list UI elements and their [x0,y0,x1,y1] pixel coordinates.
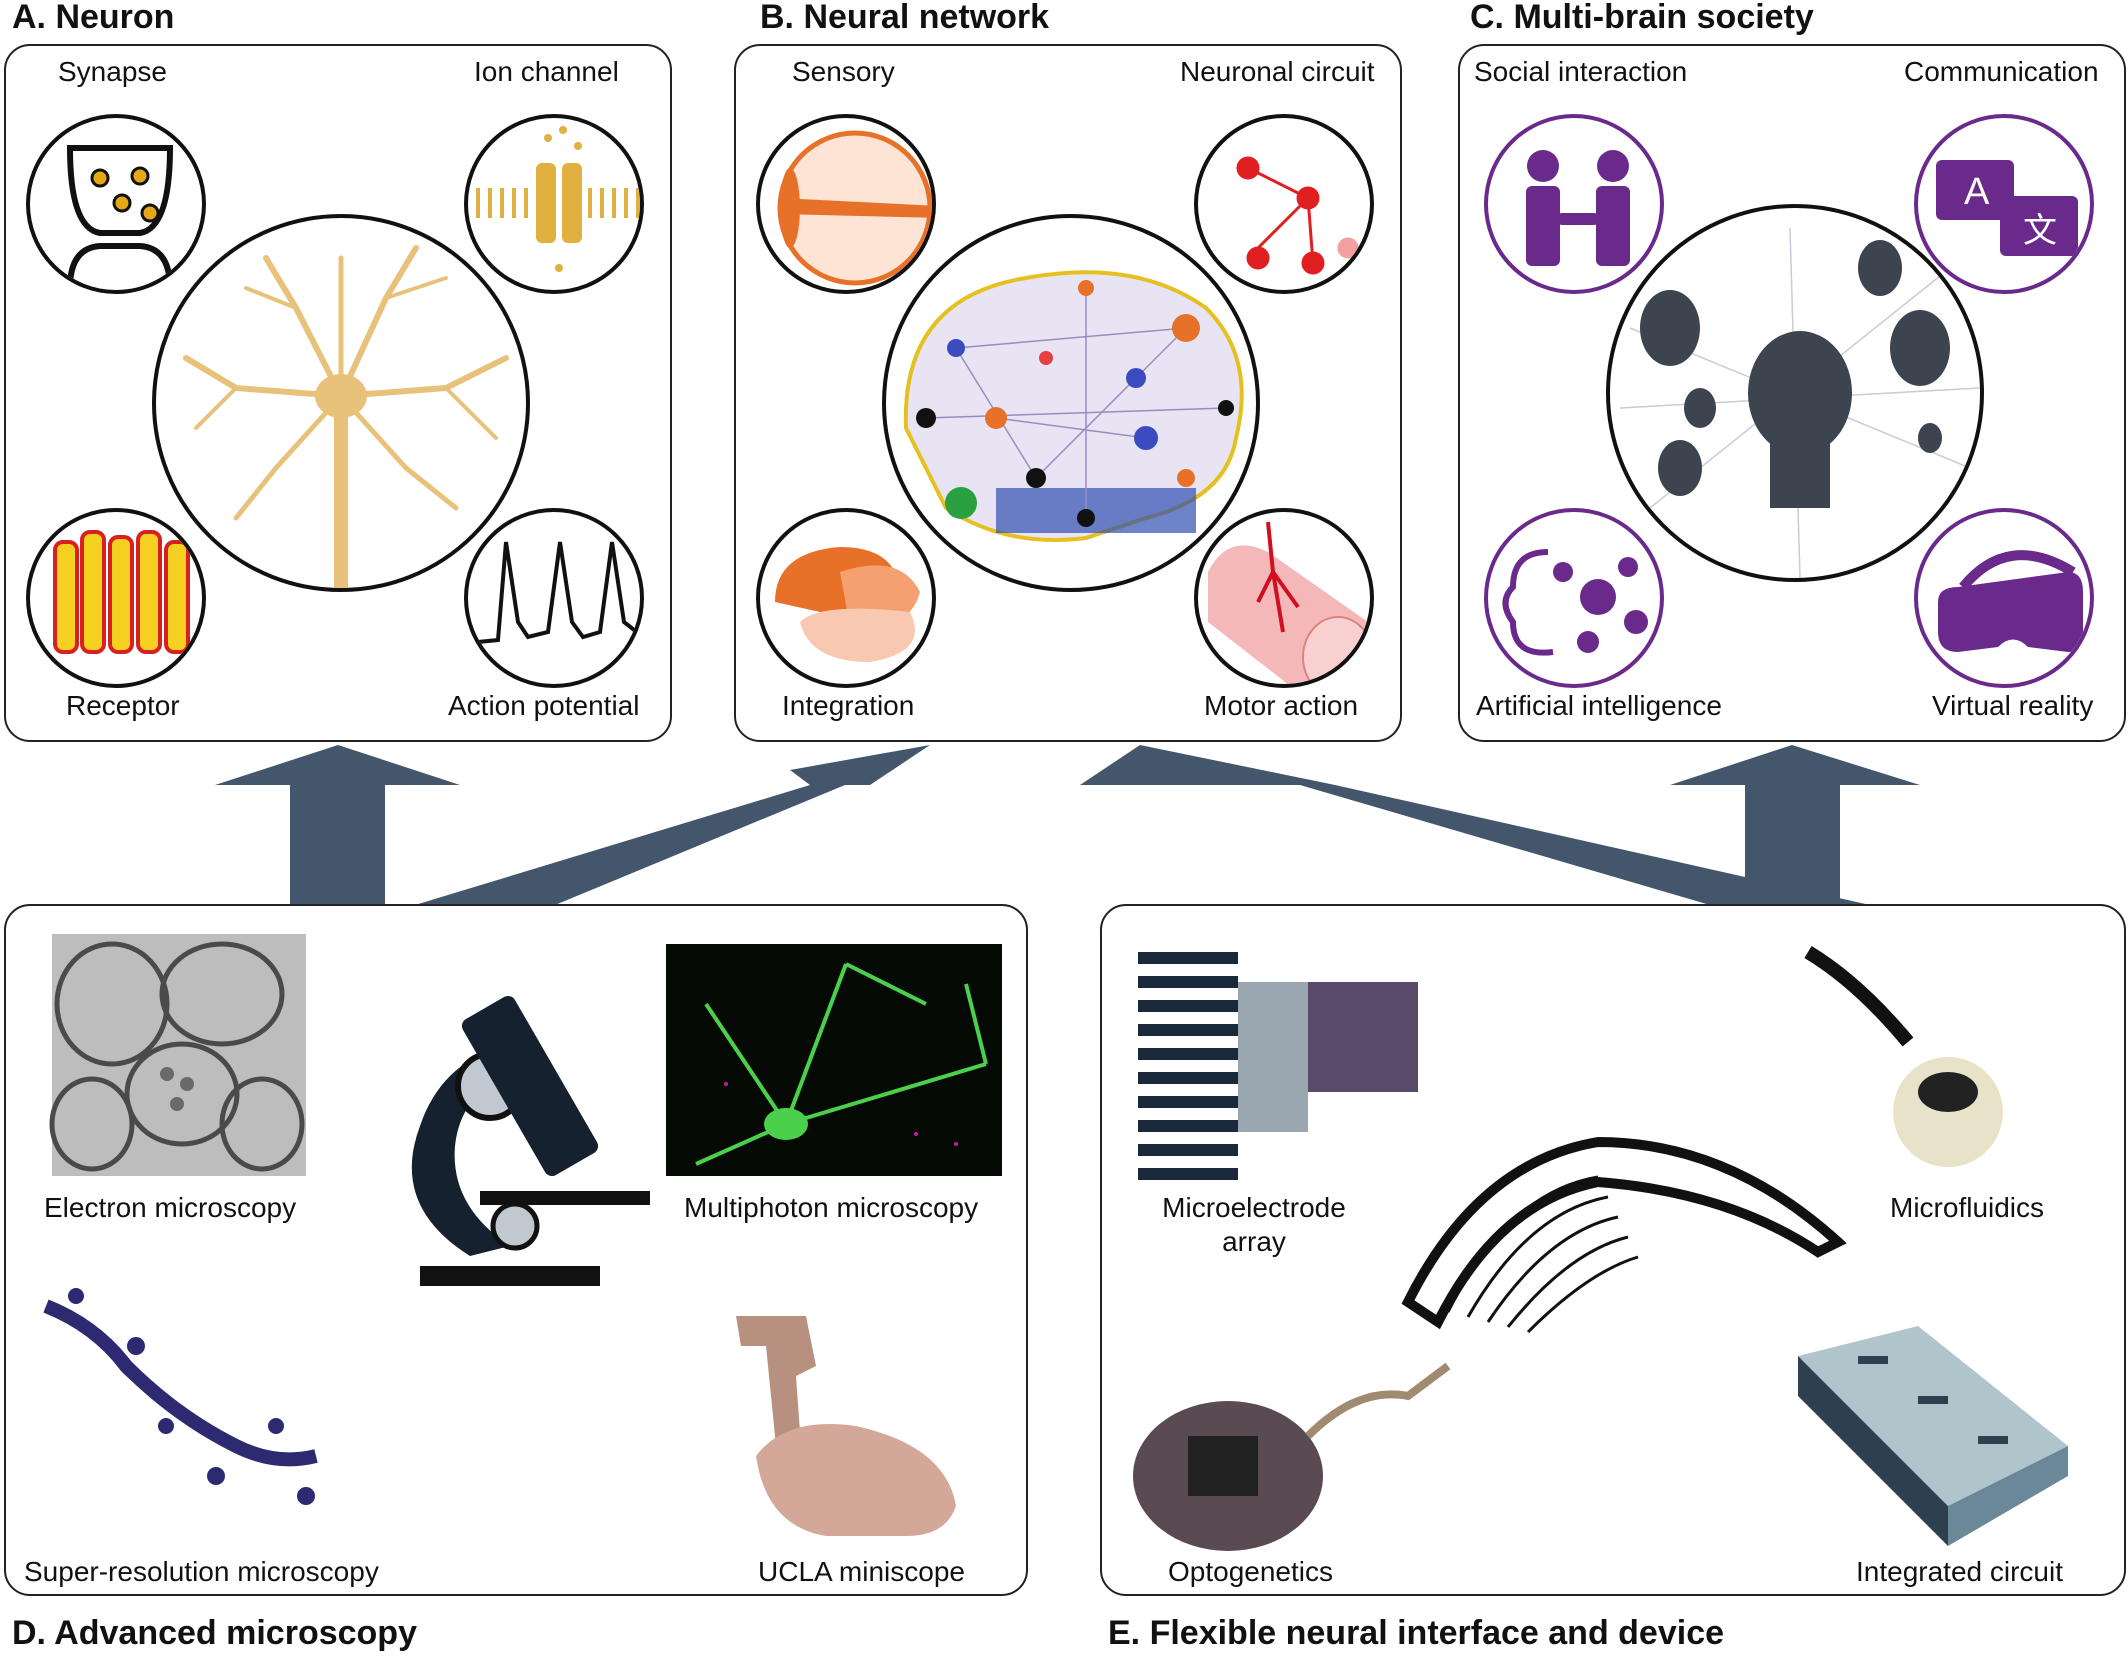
panel-multi-brain-society: Social interaction Communication Artific… [1458,44,2126,742]
neuron-circle [152,214,530,592]
integration-label: Integration [782,690,915,721]
panel-d-title: D. Advanced microscopy [12,1614,417,1652]
brain-network-icon [903,270,1244,542]
ucla-miniscope-image [736,1316,956,1536]
optogenetics-image [1133,1362,1451,1551]
vr-circle [1914,508,2094,688]
multiphoton-neuron-icon [695,962,988,1166]
multiphoton-microscopy-label: Multiphoton microscopy [684,1192,979,1223]
super-resolution-microscopy-label: Super-resolution microscopy [24,1556,379,1587]
neuronal-circuit-circle [1194,114,1374,294]
panel-e-title: E. Flexible neural interface and device [1108,1614,1725,1652]
virtual-reality-label: Virtual reality [1932,690,2094,721]
flexible-electrode-image [1401,1136,1847,1334]
circuit-icon [1236,156,1359,275]
arrow-d-to-b [415,745,930,905]
synapse-label: Synapse [58,56,167,87]
ion-channel-label: Ion channel [474,56,619,87]
integrated-circuit-image [1798,1326,2068,1546]
microelectrode-label: Microelectrode [1162,1192,1346,1223]
translate-icon: A 文 [1936,160,2078,256]
array-label: array [1222,1226,1286,1257]
arrow-e-to-b [1080,745,1870,905]
muscle-icon [1208,521,1370,684]
brain-lobes-icon [775,547,920,662]
heads-network-icon [1619,227,1980,578]
microfluidics-image [1804,945,2003,1167]
motor-action-label: Motor action [1204,690,1359,721]
communication-circle: A 文 [1914,114,2094,294]
neuronal-circuit-label: Neuronal circuit [1180,56,1375,87]
ucla-miniscope-label: UCLA miniscope [758,1556,965,1587]
ion-channel-icon [476,126,640,272]
translate-latin-glyph: A [1964,171,1990,213]
electron-microscopy-image [49,934,306,1176]
panel-neuron: Synapse Ion channel Receptor Action pote… [4,44,672,742]
multiphoton-image [666,944,1002,1176]
synapse-icon [66,145,174,289]
social-circle [1484,114,1664,294]
receptor-label: Receptor [66,690,180,721]
panel-a-title: A. Neuron [12,0,175,36]
ion-channel-circle [464,114,644,294]
neuron-icon [183,245,509,588]
panel-b-title: B. Neural network [760,0,1050,36]
eye-icon [777,130,932,286]
action-potential-label: Action potential [448,690,640,721]
artificial-intelligence-label: Artificial intelligence [1476,690,1722,721]
super-resolution-image [43,1288,318,1505]
panel-flexible-neural-interface: Microelectrode array Microfluidics Optog… [1100,904,2126,1596]
network-brain-circle [882,214,1260,592]
integrated-circuit-label: Integrated circuit [1856,1556,2063,1587]
integration-circle [756,508,936,688]
arrow-e-to-c [1670,745,1920,905]
receptor-icon [53,530,190,654]
optogenetics-label: Optogenetics [1168,1556,1333,1587]
translate-cjk-glyph: 文 [2023,211,2057,251]
receptor-circle [26,508,206,688]
society-circle [1606,204,1984,582]
microfluidics-label: Microfluidics [1890,1192,2045,1223]
panel-neural-network: Sensory Neuronal circuit Integration Mot… [734,44,1402,742]
sensory-circle [756,114,936,294]
electron-microscopy-label: Electron microscopy [44,1192,297,1223]
action-potential-icon [477,541,640,644]
microelectrode-array-image [1138,952,1418,1180]
microscope-icon [411,995,650,1286]
synapse-circle [26,114,206,294]
arrow-d-to-a [215,745,460,905]
communication-label: Communication [1904,56,2099,87]
action-potential-circle [464,508,644,688]
em-texture [49,941,305,1172]
ai-brain-gears-icon [1502,549,1648,656]
panel-advanced-microscopy: Electron microscopy Multiphoton microsco… [4,904,1028,1596]
panel-c-title: C. Multi-brain society [1470,0,1814,36]
people-icon [1526,150,1630,266]
social-interaction-label: Social interaction [1474,56,1688,87]
ai-circle [1484,508,1664,688]
vr-headset-icon [1938,550,2083,652]
motor-action-circle [1194,508,1374,688]
sensory-label: Sensory [792,56,895,87]
